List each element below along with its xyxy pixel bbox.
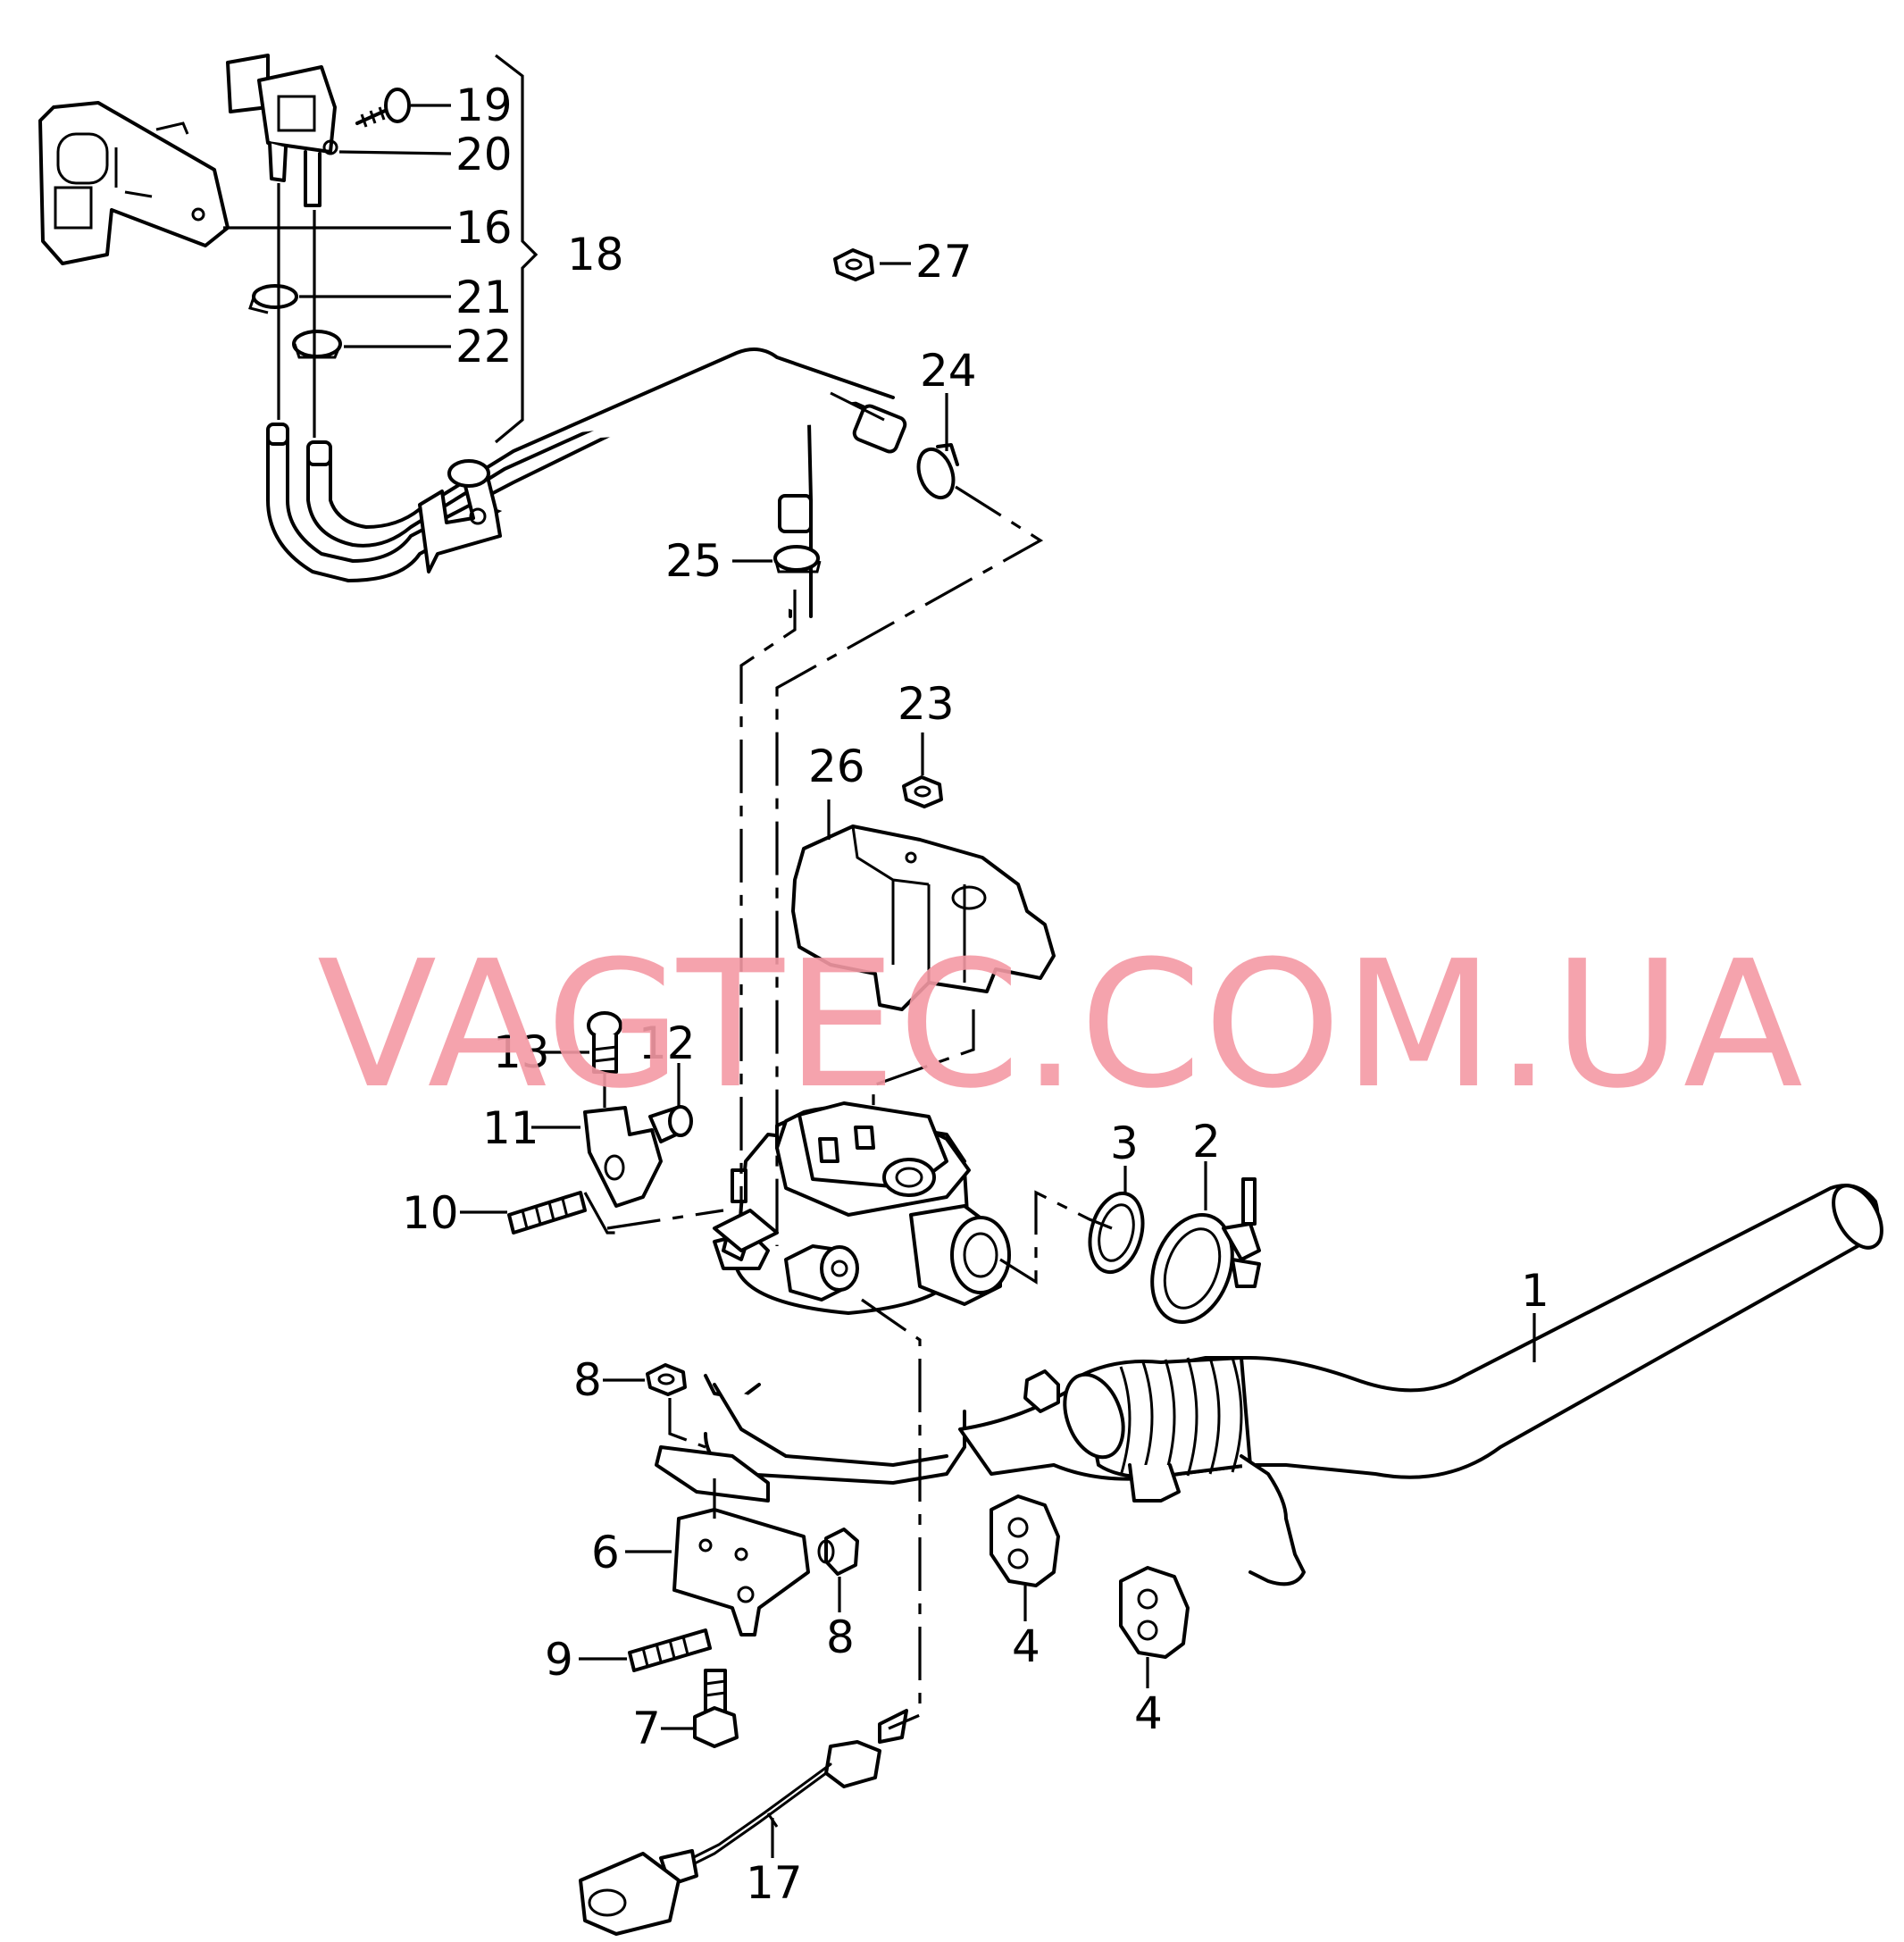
callout-20: 20 xyxy=(455,129,513,180)
screw-19 xyxy=(355,88,411,128)
front-exhaust-pipe xyxy=(958,1184,1883,1586)
bush-12 xyxy=(648,1105,693,1143)
hose-clamp-24 xyxy=(916,443,959,500)
callout-24: 24 xyxy=(920,345,977,397)
callout-8-top: 8 xyxy=(573,1354,602,1406)
bolt-7 xyxy=(693,1669,739,1748)
callout-25: 25 xyxy=(665,535,722,587)
pipe-clamp-2 xyxy=(1150,1177,1261,1325)
callout-4-b: 4 xyxy=(1134,1687,1163,1739)
hose-clamp-22 xyxy=(292,330,342,359)
particulate-filter xyxy=(655,1101,1011,1503)
callout-26: 26 xyxy=(808,741,865,792)
callout-labels: 19 20 16 18 21 22 27 24 25 23 26 13 12 1… xyxy=(402,80,1549,1909)
rubber-mount-a xyxy=(990,1494,1060,1587)
callout-8-side: 8 xyxy=(826,1611,855,1663)
stud-9 xyxy=(628,1628,712,1672)
pressure-sensor xyxy=(226,54,338,207)
callout-18: 18 xyxy=(567,229,624,280)
callout-16: 16 xyxy=(455,202,513,254)
pressure-pipes xyxy=(266,347,907,618)
temperature-sensor xyxy=(579,1709,908,1936)
callout-2: 2 xyxy=(1192,1116,1221,1168)
callout-10: 10 xyxy=(402,1187,459,1239)
rubber-mount-b xyxy=(1119,1566,1190,1659)
watermark: VAGTEC.COM.UA xyxy=(317,924,1805,1127)
callout-27: 27 xyxy=(915,236,973,288)
bracket-11 xyxy=(583,1106,663,1208)
callout-11: 11 xyxy=(482,1102,539,1154)
callout-6: 6 xyxy=(591,1527,620,1578)
heat-shield xyxy=(791,825,1056,1011)
nut-8-side xyxy=(817,1528,859,1576)
callout-22: 22 xyxy=(455,321,513,372)
callout-21: 21 xyxy=(455,272,513,323)
assembly-lines xyxy=(583,485,1113,1730)
callout-7: 7 xyxy=(632,1703,661,1754)
support-bracket-6 xyxy=(672,1508,810,1636)
nut-8-top xyxy=(646,1363,687,1396)
callout-13: 13 xyxy=(493,1026,550,1078)
leader-lines xyxy=(223,54,1536,1858)
callout-19: 19 xyxy=(455,80,513,131)
callout-1: 1 xyxy=(1521,1265,1549,1317)
hose-clamp-25 xyxy=(773,545,822,573)
nut-27 xyxy=(833,248,874,281)
callout-12: 12 xyxy=(639,1017,696,1069)
sensor-bracket xyxy=(38,101,230,265)
nut-23 xyxy=(902,775,943,808)
callout-17: 17 xyxy=(746,1857,803,1909)
seal-ring-3 xyxy=(1088,1191,1145,1275)
callout-9: 9 xyxy=(545,1634,573,1686)
callout-4-a: 4 xyxy=(1012,1620,1040,1672)
hose-clamp-21 xyxy=(248,284,298,314)
callout-23: 23 xyxy=(898,678,955,730)
callout-3: 3 xyxy=(1110,1117,1139,1169)
stud-10 xyxy=(507,1191,587,1235)
